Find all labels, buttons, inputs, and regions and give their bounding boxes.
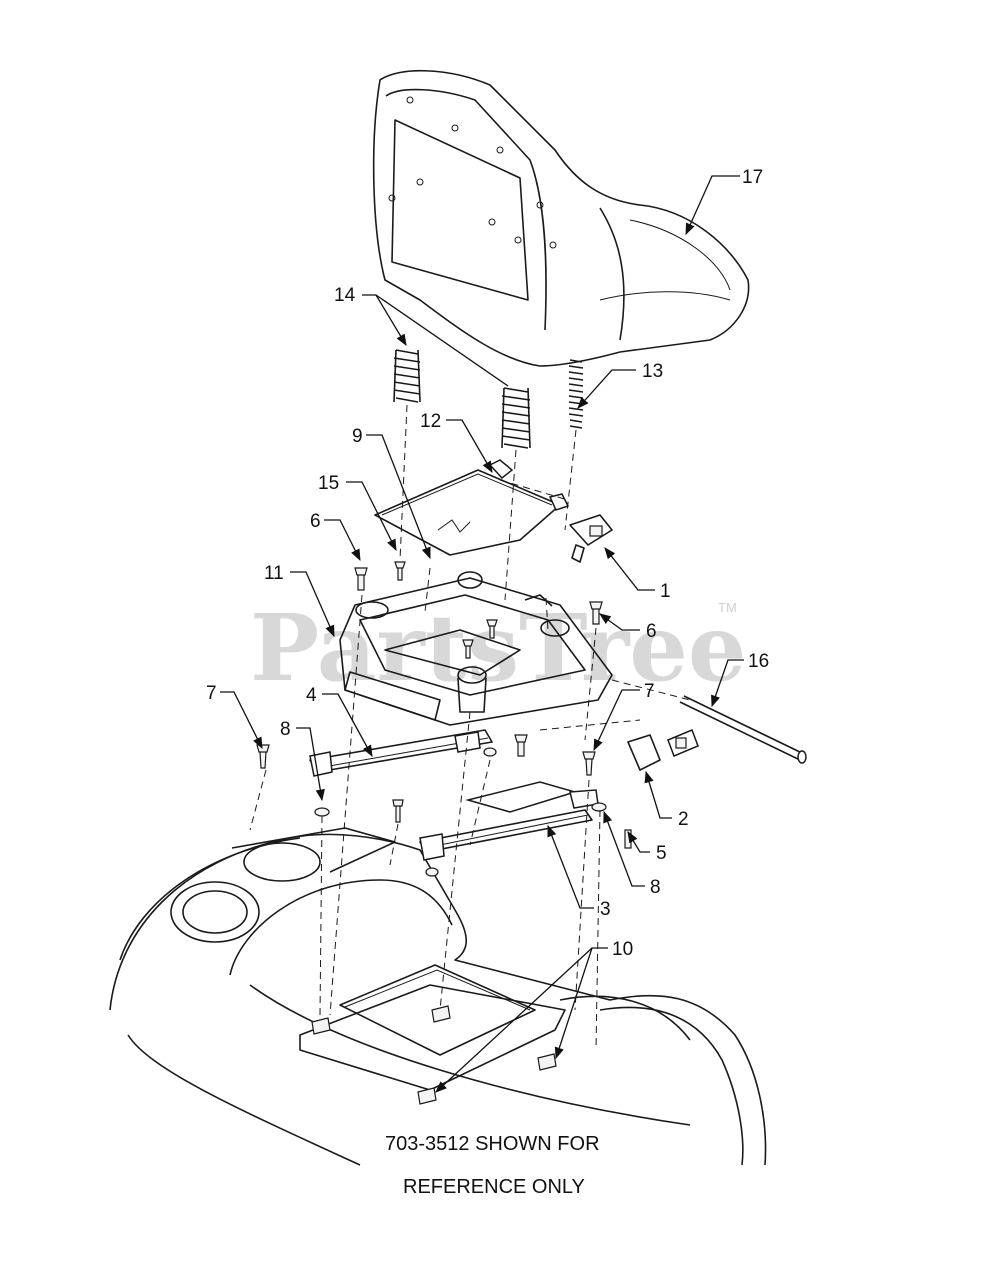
callouts: 17 14 13 12 9 15 1 6 11 6 16 7 7 4 8 2 5… [206,167,769,960]
pivot-rod [679,695,807,764]
note-line-1: 703-3512 SHOWN FOR [385,1133,600,1155]
assembly-lines [249,404,691,1051]
callout-7-left: 7 [206,683,217,704]
callout-5: 5 [656,843,667,864]
seat-rail-left [309,729,493,777]
callout-10: 10 [612,939,633,960]
callout-2: 2 [678,809,689,830]
callout-17: 17 [742,167,763,188]
note-line-2: REFERENCE ONLY [403,1176,585,1198]
watermark: PartsTree TM [250,594,746,702]
watermark-text: PartsTree [250,594,746,702]
spring-small [568,359,584,429]
callout-9: 9 [352,426,363,447]
seat-hinge-bracket [569,514,613,563]
leader-lines [220,175,744,1093]
fender-body [109,827,767,1166]
reference-note: 703-3512 SHOWN FOR REFERENCE ONLY [385,1133,600,1198]
callout-13: 13 [642,361,663,382]
callout-12: 12 [420,411,441,432]
callout-1: 1 [660,581,671,602]
seat-pan-plate [374,459,570,556]
callout-4: 4 [306,685,317,706]
callout-7-right: 7 [644,681,655,702]
seat-cushion [372,69,750,367]
callout-15: 15 [318,473,339,494]
seat-rail-right [419,781,599,861]
callout-3: 3 [600,899,611,920]
seat-switch-bracket [627,729,699,771]
watermark-trademark: TM [718,600,737,615]
spring-left [393,349,421,403]
callout-14: 14 [334,285,356,306]
callout-6-left: 6 [310,511,321,532]
callout-16: 16 [748,651,769,672]
seat-support-frame [339,571,613,726]
hardware [256,561,632,1105]
callout-8-right: 8 [650,877,661,898]
callout-8-left: 8 [280,719,291,740]
callout-6-right: 6 [646,621,657,642]
callout-11: 11 [264,563,284,584]
spring-right [501,387,531,449]
